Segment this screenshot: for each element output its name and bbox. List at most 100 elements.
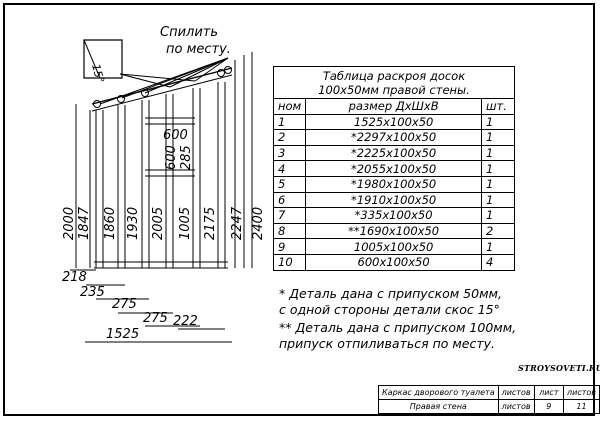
note-1-line2: с одной стороны детали скос 15° (279, 302, 500, 317)
dim-label-height: 1930 (126, 207, 141, 240)
note-1: * Деталь дана с припуском 50мм, с одной … (279, 286, 579, 318)
table-header-row: ном размер ДхШхВ шт. (272, 98, 515, 115)
cell-qty: 1 (481, 113, 515, 131)
dim-label-width: 1525 (106, 327, 139, 342)
cell-num: 2 (272, 129, 307, 146)
dim-label-height: 1847 (77, 206, 92, 240)
cut-note-line1: Спилить (160, 25, 219, 40)
table-title-row: Таблица раскроя досок 100x50мм правой ст… (273, 66, 515, 99)
cell-num: 4 (272, 160, 307, 177)
header-num: ном (272, 98, 307, 115)
dim-label-inner: 600 (164, 145, 179, 170)
cell-size: *2055x100x50 (305, 160, 482, 177)
drawing-sheet-border (3, 3, 595, 416)
dim-label-inner: 285 (179, 145, 194, 170)
cell-size: **1690x100x50 (305, 222, 482, 240)
title-block-cell: листов (497, 385, 535, 400)
title-block-sheet-number: 9 (533, 399, 565, 414)
dim-label-width: 600 (163, 128, 188, 143)
cell-qty: 1 (481, 129, 515, 146)
cell-qty: 1 (481, 160, 515, 177)
leader-line (119, 73, 196, 82)
cell-size: 1005x100x50 (305, 238, 482, 255)
table-title-line1: Таблица раскроя досок (322, 68, 466, 83)
cut-note: Спилить по месту. (160, 24, 231, 58)
cut-note-line2: по месту. (166, 42, 231, 57)
bolt-circle (141, 89, 149, 97)
dim-label-height: 2175 (203, 207, 218, 240)
angle-label: 15° (89, 62, 107, 84)
cell-num: 9 (272, 238, 307, 255)
cell-qty: 1 (481, 207, 515, 224)
dim-label-height: 2400 (251, 207, 266, 240)
note-2-line1: ** Деталь дана с припуском 100мм, (279, 320, 517, 335)
leader-line (194, 57, 229, 82)
dim-label-height: 2005 (151, 207, 166, 240)
bolt-circle (224, 66, 232, 74)
cell-size: 1525x100x50 (305, 113, 482, 131)
angle-line (83, 39, 101, 79)
top-rafter-line (91, 74, 233, 112)
cell-num: 7 (272, 207, 307, 224)
cell-size: *335x100x50 (305, 207, 482, 224)
cell-size: *2225x100x50 (305, 144, 482, 162)
note-1-line1: * Деталь дана с припуском 50мм, (279, 286, 502, 301)
cutting-table: Таблица раскроя досок 100x50мм правой ст… (272, 66, 515, 271)
dim-label-width: 275 (112, 297, 137, 312)
cell-qty: 1 (481, 238, 515, 255)
bolt-circle (217, 69, 225, 77)
dim-label-height: 1860 (103, 207, 118, 240)
cell-num: 3 (272, 144, 307, 162)
cell-num: 5 (272, 175, 307, 193)
leader-line (144, 57, 229, 94)
note-2: ** Деталь дана с припуском 100мм, припус… (279, 320, 579, 352)
cell-num: 8 (272, 222, 307, 240)
title-block-cell: листов (563, 385, 600, 400)
table-title-line2: 100x50мм правой стены. (318, 82, 470, 97)
title-block-row: Правая стена листов 9 11 (378, 399, 600, 414)
title-block-sheet-name: Правая стена (378, 399, 499, 414)
header-size: размер ДхШхВ (305, 98, 482, 115)
title-block-project: Каркас дворового туалета (378, 385, 499, 400)
title-block-cell: лист (533, 385, 565, 400)
title-block: Каркас дворового туалета листов лист лис… (378, 385, 600, 414)
bolt-circle (93, 100, 101, 108)
notes: * Деталь дана с припуском 50мм, с одной … (279, 286, 579, 354)
cell-size: 600x100x50 (305, 253, 482, 271)
dim-label-width: 275 (143, 311, 168, 326)
cell-qty: 1 (481, 175, 515, 193)
dim-label-height: 2247 (230, 206, 245, 240)
watermark: STROYSOVETI.RU (518, 363, 600, 373)
dim-label-width: 222 (173, 314, 198, 329)
note-2-line2: припуск отпиливаться по месту. (279, 336, 496, 351)
angle-detail-box (83, 39, 123, 79)
cell-qty: 1 (481, 191, 515, 209)
bolt-circle (117, 95, 125, 103)
table-title: Таблица раскроя досок 100x50мм правой ст… (273, 66, 515, 99)
cell-size: *2297x100x50 (305, 129, 482, 146)
title-block-cell: листов (497, 399, 535, 414)
cell-size: *1980x100x50 (305, 175, 482, 193)
leader-line (121, 57, 229, 99)
cell-num: 6 (272, 191, 307, 209)
leader-line (169, 57, 229, 88)
cell-num: 10 (272, 253, 307, 271)
cell-size: *1910x100x50 (305, 191, 482, 209)
cell-qty: 2 (481, 222, 515, 240)
leader-line (119, 73, 171, 88)
dim-label-height: 2000 (62, 207, 77, 240)
title-block-sheet-total: 11 (563, 399, 600, 414)
cell-qty: 4 (481, 253, 515, 271)
header-qty: шт. (481, 98, 515, 115)
